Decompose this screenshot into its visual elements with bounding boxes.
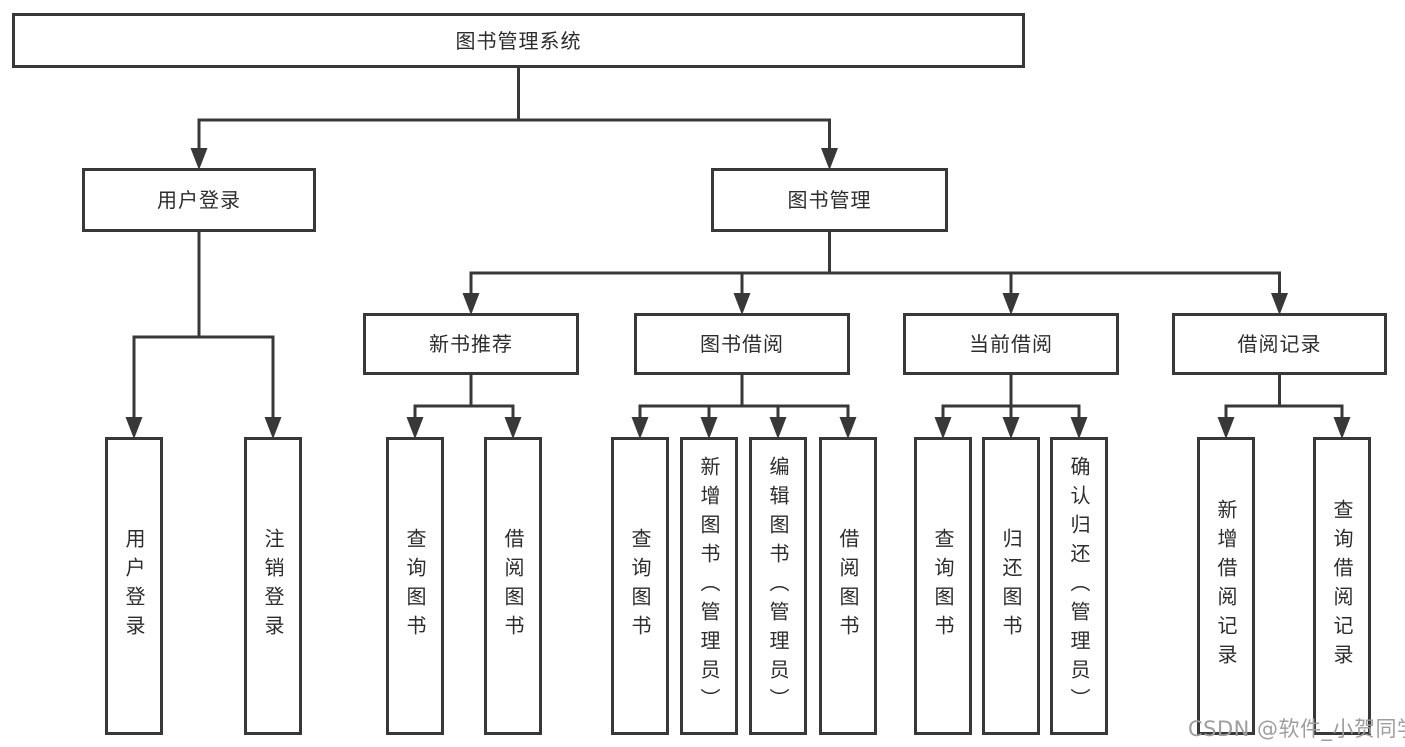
node-borrowing-records: 借阅记录: [1172, 313, 1387, 375]
node-new-book-recommendation: 新书推荐: [363, 313, 579, 375]
node-label-user-login: 用户登录: [157, 188, 241, 212]
node-label-current-borrowing: 当前借阅: [969, 332, 1053, 356]
node-library-system: 图书管理系统: [12, 13, 1025, 68]
csdn-watermark: CSDN @软件_小贺同学: [1188, 717, 1405, 741]
node-leaf-return-books: 归还图书: [982, 437, 1040, 735]
node-label-leaf-add-borrow-record: 新增借阅记录: [1214, 499, 1238, 673]
arrowhead-icon-leaf-return-books: [1002, 417, 1020, 439]
node-user-login: 用户登录: [82, 168, 316, 232]
node-leaf-query-books-2: 查询图书: [611, 437, 669, 735]
arrowhead-icon-leaf-add-books-admin: [700, 417, 718, 439]
node-label-leaf-confirm-return-admin: 确认归还（管理员）: [1067, 455, 1091, 717]
node-leaf-add-borrow-record: 新增借阅记录: [1197, 437, 1255, 735]
node-label-leaf-add-books-admin: 新增图书（管理员）: [697, 455, 721, 717]
arrowhead-icon-leaf-query-borrow-record: [1333, 417, 1351, 439]
node-label-leaf-logout-login: 注销登录: [261, 528, 285, 644]
node-label-leaf-return-books: 归还图书: [999, 528, 1023, 644]
node-label-leaf-query-books-2: 查询图书: [628, 528, 652, 644]
node-leaf-confirm-return-admin: 确认归还（管理员）: [1050, 437, 1108, 735]
arrowhead-icon-leaf-add-borrow-record: [1217, 417, 1235, 439]
arrowhead-icon-leaf-query-books-3: [934, 417, 952, 439]
node-leaf-borrow-books-2: 借阅图书: [819, 437, 877, 735]
arrowhead-icon-current-borrowing: [1002, 293, 1020, 315]
arrowhead-icon-book-borrowing: [733, 293, 751, 315]
arrowhead-icon-borrowing-records: [1271, 293, 1288, 315]
arrowhead-icon-user-login: [190, 148, 208, 170]
arrowhead-icon-leaf-edit-books-admin: [769, 417, 787, 439]
node-leaf-query-books-1: 查询图书: [386, 437, 444, 735]
node-label-book-management: 图书管理: [787, 188, 872, 212]
node-label-leaf-query-books-1: 查询图书: [403, 528, 427, 644]
node-label-leaf-query-books-3: 查询图书: [931, 528, 955, 644]
node-leaf-borrow-books-1: 借阅图书: [484, 437, 542, 735]
arrowhead-icon-leaf-confirm-return-admin: [1070, 417, 1088, 439]
node-label-leaf-query-borrow-record: 查询借阅记录: [1330, 499, 1354, 673]
node-label-library-system: 图书管理系统: [455, 28, 582, 53]
node-current-borrowing: 当前借阅: [903, 313, 1119, 375]
arrowhead-icon-leaf-borrow-books-1: [504, 417, 522, 439]
node-label-borrowing-records: 借阅记录: [1237, 332, 1322, 356]
node-label-book-borrowing: 图书借阅: [700, 332, 784, 356]
node-label-leaf-user-login: 用户登录: [122, 528, 146, 644]
node-label-leaf-borrow-books-1: 借阅图书: [501, 528, 525, 644]
arrowhead-icon-leaf-query-books-2: [631, 417, 649, 439]
node-book-borrowing: 图书借阅: [634, 313, 850, 375]
node-label-leaf-edit-books-admin: 编辑图书（管理员）: [766, 455, 790, 717]
arrowhead-icon-new-book-recommendation: [462, 293, 480, 315]
node-book-management: 图书管理: [711, 168, 948, 232]
node-leaf-query-borrow-record: 查询借阅记录: [1313, 437, 1371, 735]
node-label-leaf-borrow-books-2: 借阅图书: [836, 528, 860, 644]
arrowhead-icon-book-management: [821, 148, 838, 170]
node-leaf-user-login: 用户登录: [105, 437, 163, 735]
arrowhead-icon-leaf-borrow-books-2: [839, 417, 857, 439]
node-leaf-query-books-3: 查询图书: [914, 437, 972, 735]
arrowhead-icon-leaf-query-books-1: [406, 417, 424, 439]
node-label-new-book-recommendation: 新书推荐: [429, 332, 513, 356]
node-leaf-logout-login: 注销登录: [244, 437, 302, 735]
arrowhead-icon-leaf-logout-login: [264, 417, 282, 439]
node-leaf-edit-books-admin: 编辑图书（管理员）: [749, 437, 807, 735]
arrowhead-icon-leaf-user-login: [125, 417, 143, 439]
node-leaf-add-books-admin: 新增图书（管理员）: [680, 437, 738, 735]
